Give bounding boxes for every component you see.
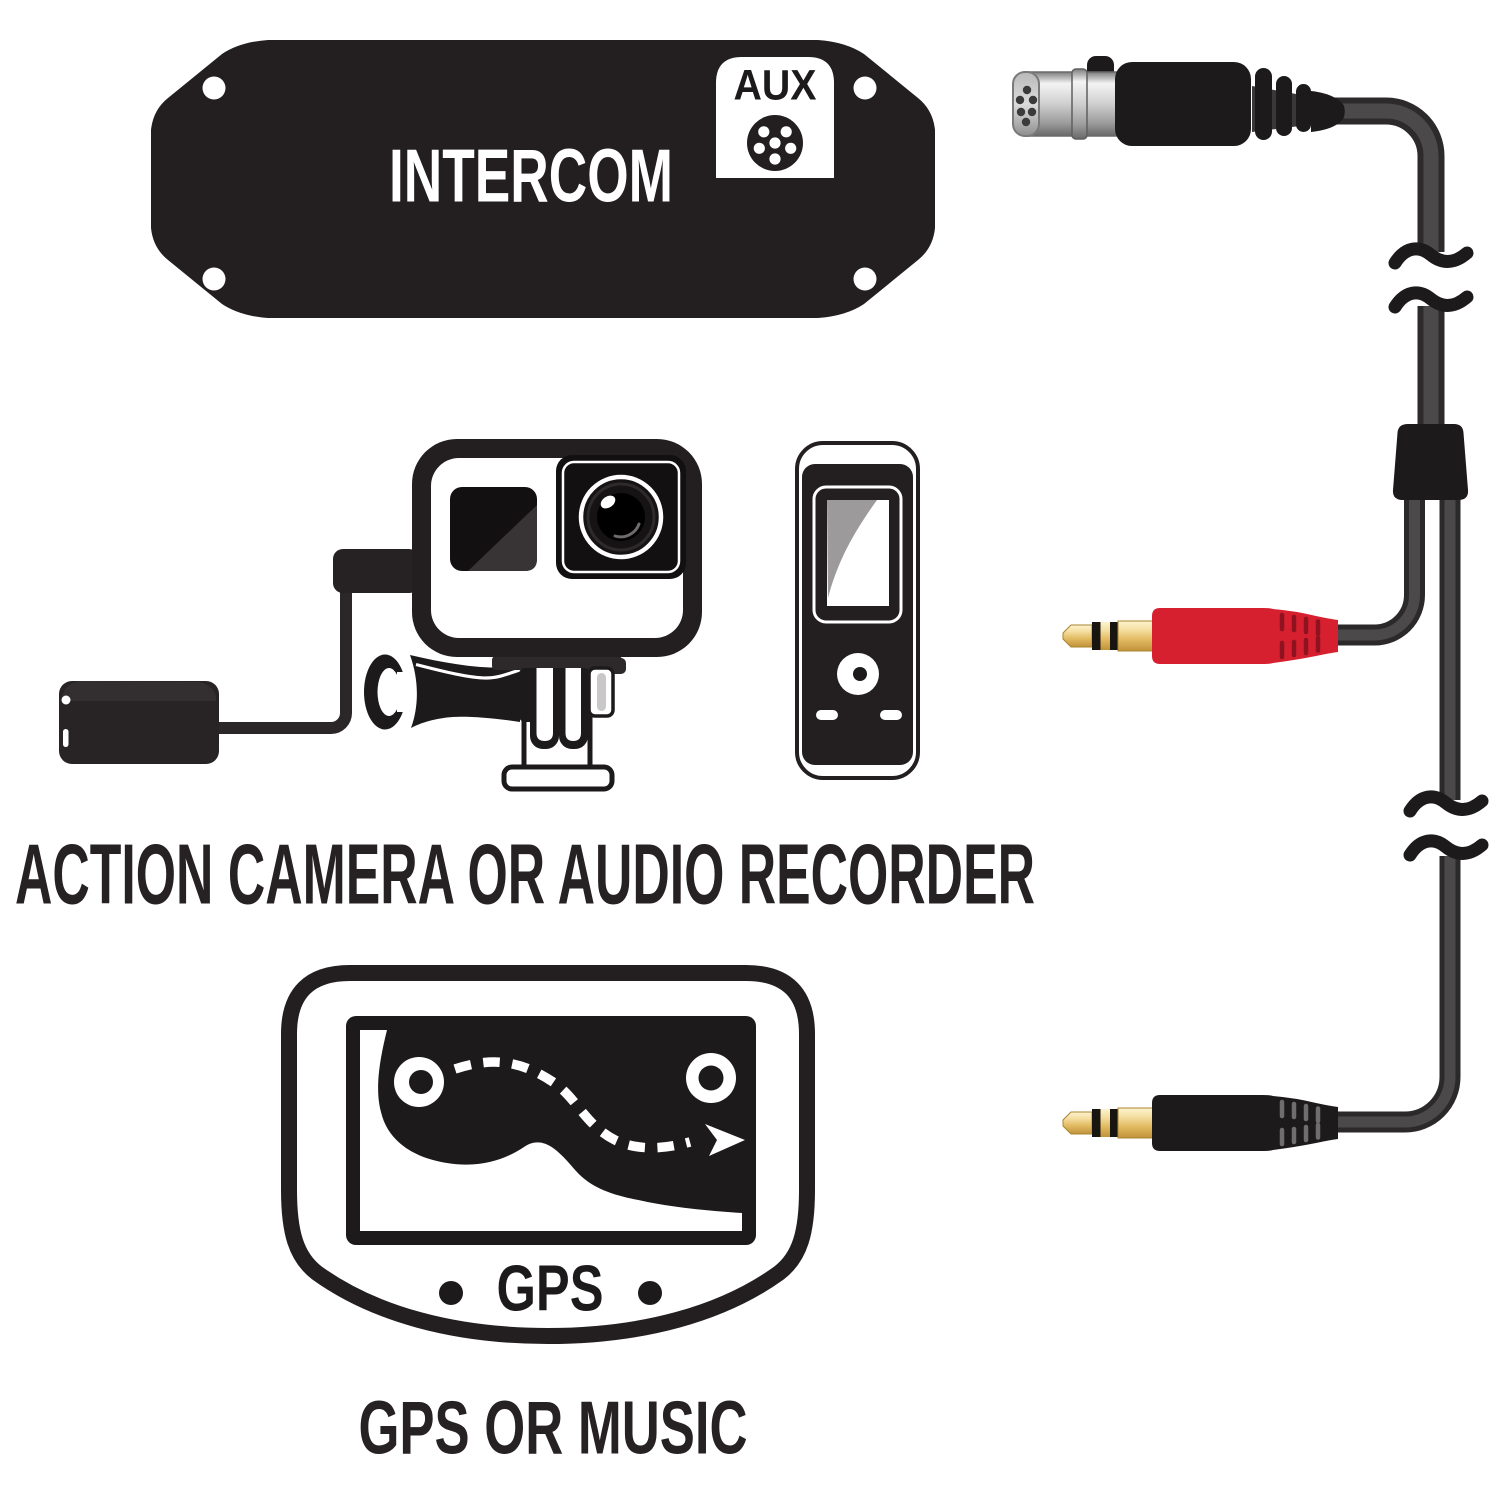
recorder-screen (827, 500, 889, 606)
action-camera (59, 439, 702, 792)
cable-branch-red (1328, 480, 1425, 646)
red-aux-jack (1062, 608, 1338, 664)
camera-side-connector (333, 549, 419, 593)
cable-break-icon (1388, 242, 1474, 314)
jack-body (1152, 608, 1338, 664)
camera-front-screen (450, 487, 537, 571)
screw-hole-icon (202, 267, 226, 291)
cable-break-icon (1403, 790, 1489, 862)
aux-cable (1012, 56, 1495, 1151)
camera-adapter-box (59, 681, 219, 764)
cable-splitter (1392, 424, 1469, 500)
route-end-marker (686, 1053, 736, 1103)
xlr-body (1115, 62, 1251, 146)
jack-body (1152, 1095, 1338, 1151)
mount-thumbscrew (364, 654, 521, 730)
jack-shank (1117, 620, 1155, 652)
gps-label-dot (638, 1281, 662, 1305)
camera-lens (556, 455, 686, 579)
black-aux-jack (1062, 1095, 1338, 1151)
jack-tip (1062, 624, 1093, 648)
recorder-key-icon (816, 710, 838, 720)
adapter-slot-icon (63, 729, 69, 747)
adapter-led-icon (61, 695, 71, 705)
recorder-screen-frame (812, 485, 903, 624)
camera-adapter-cable (215, 590, 352, 734)
mini-xlr-connector (1012, 56, 1345, 146)
caption-gps-music: GPS OR MUSIC (358, 1385, 748, 1470)
mount-latch-tab (587, 666, 615, 718)
audio-recorder (795, 441, 920, 780)
gps-map-landmass (378, 1030, 742, 1213)
gps-screen (346, 1016, 756, 1245)
intercom-panel (151, 40, 935, 318)
screw-hole-icon (853, 267, 877, 291)
cable-branch-black (1328, 480, 1461, 1133)
gps-device (281, 965, 815, 1345)
aux-port-icon (747, 115, 803, 171)
recorder-button (837, 653, 879, 695)
intercom-label: INTERCOM (389, 133, 673, 218)
jack-ring (1092, 1109, 1101, 1137)
gps-label-dot (439, 1281, 463, 1305)
screw-hole-icon (853, 76, 877, 100)
route-start-marker (394, 1057, 444, 1107)
camera-mount (364, 654, 626, 792)
recorder-key-icon (880, 710, 902, 720)
caption-camera-recorder: ACTION CAMERA OR AUDIO RECORDER (15, 827, 1035, 923)
jack-tip (1062, 1111, 1093, 1135)
jack-ring (1110, 622, 1118, 650)
jack-gold-mid (1100, 622, 1110, 650)
cable-main-run (1320, 97, 1445, 440)
jack-ring (1092, 622, 1101, 650)
screw-hole-icon (202, 76, 226, 100)
jack-gold-mid (1100, 1109, 1110, 1137)
aux-badge-label: AUX (733, 61, 817, 110)
xlr-strain-ribs (1255, 68, 1345, 140)
route-arrow-icon (705, 1124, 745, 1156)
jack-grip-ribs (1279, 1099, 1321, 1147)
gps-screen-label: GPS (496, 1251, 604, 1325)
camera-body (412, 439, 702, 657)
mount-rail (492, 656, 622, 670)
mount-buckle (519, 668, 590, 749)
jack-shank (1117, 1107, 1155, 1139)
jack-grip-ribs (1279, 612, 1321, 660)
jack-ring (1110, 1109, 1118, 1137)
xlr-face (1012, 71, 1040, 137)
xlr-face-pins (1015, 85, 1038, 127)
mount-base-plate (501, 764, 615, 792)
xlr-barrel-ring (1071, 68, 1088, 140)
